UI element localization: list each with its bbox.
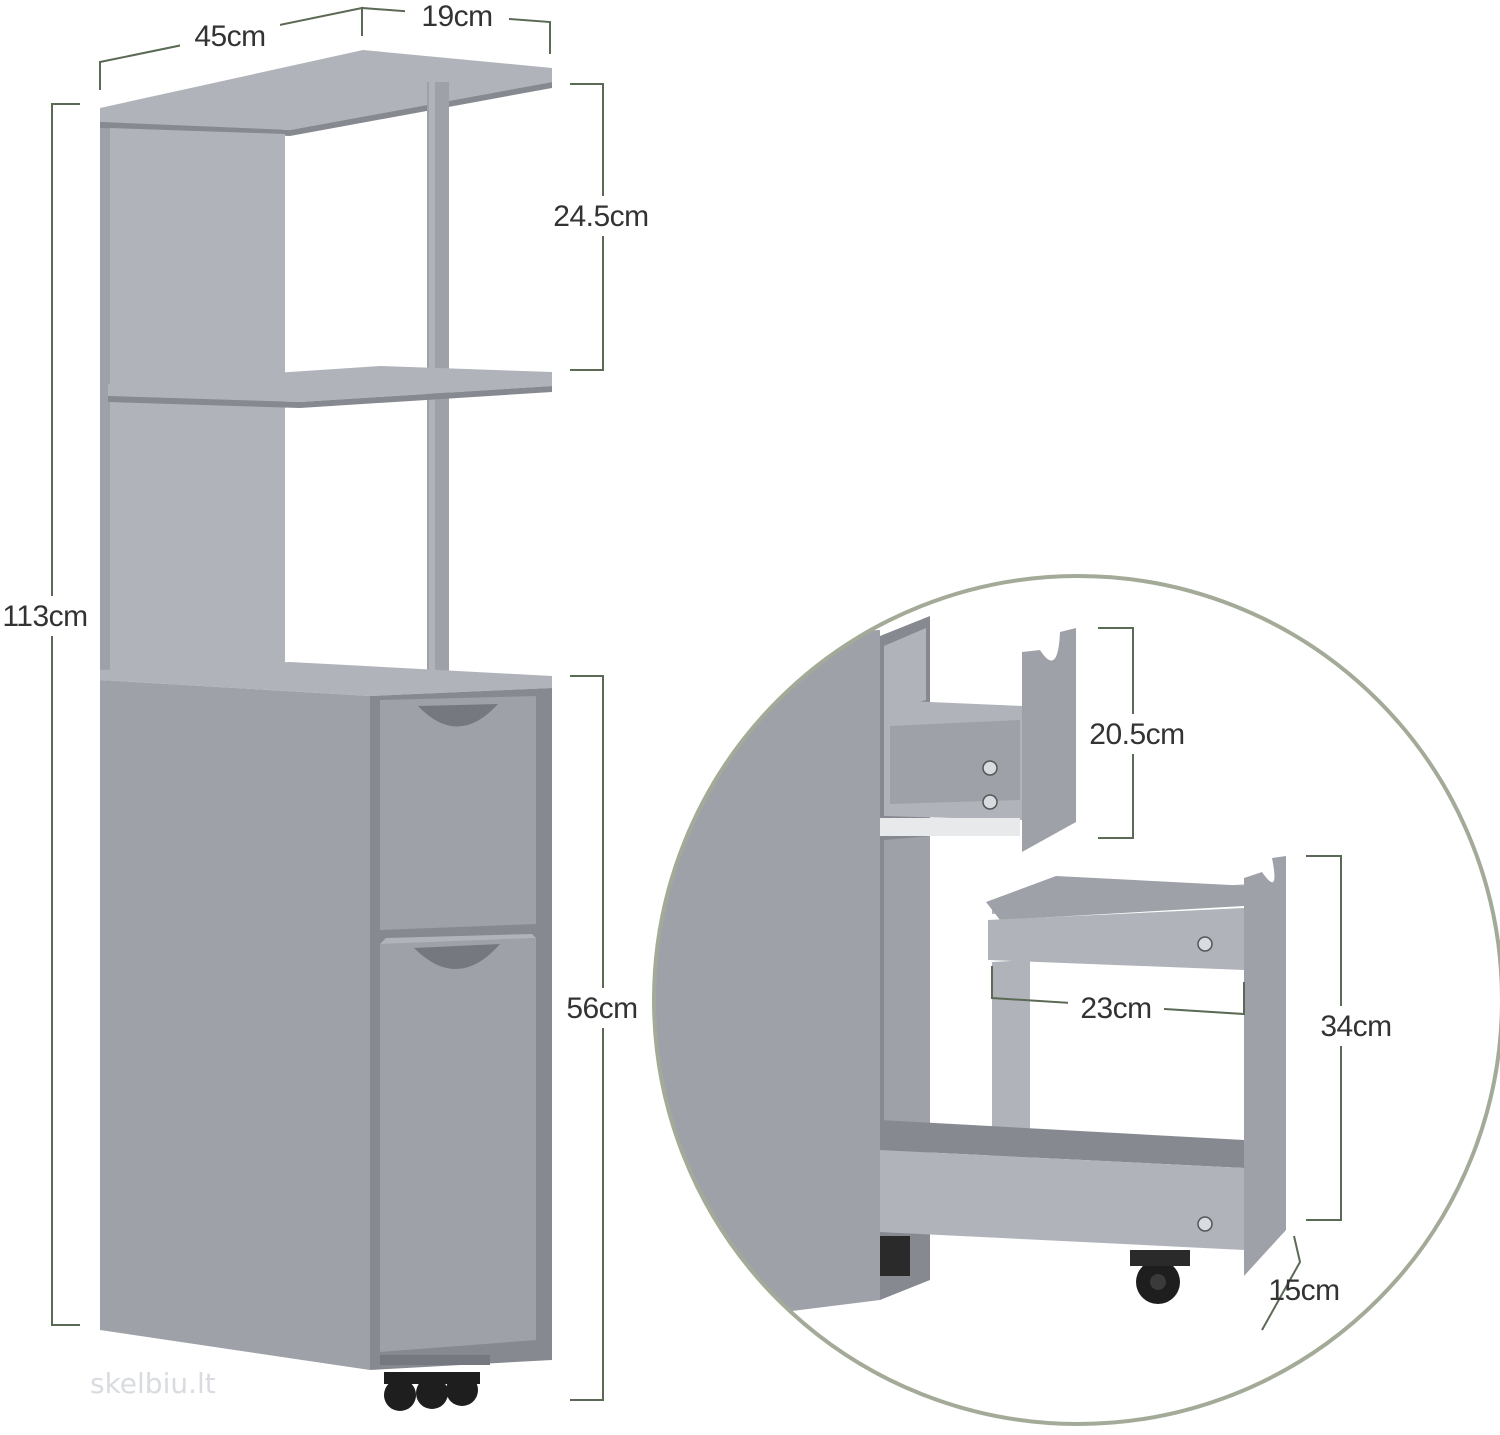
wheel (416, 1377, 448, 1409)
upper-drawer-height-label: 20.5cm (1089, 718, 1184, 751)
cabinet-top (100, 662, 552, 696)
upper-back-inner (110, 128, 285, 390)
lower-drawer-side (988, 908, 1244, 970)
watermark-text: skelbiu.lt (90, 1367, 216, 1400)
lower-drawer-height-label: 34cm (1320, 1010, 1391, 1043)
drawer-depth-label: 15cm (1268, 1274, 1339, 1307)
screw-icon (1197, 936, 1213, 952)
zoom-circle-outline (652, 574, 1500, 1426)
label-backdrop (553, 988, 651, 1028)
lower-drawer-top-edge (380, 934, 536, 944)
zoom-cabinet-foot (880, 1236, 910, 1276)
wheel-housing (380, 1355, 490, 1365)
label-backdrop (1307, 1006, 1405, 1046)
main-dimension-lines (51, 6, 604, 1401)
top-shelf-board (100, 50, 552, 130)
bathroom-cabinet-illustration (100, 50, 552, 1411)
top-shelf-edge (100, 82, 552, 136)
cabinet-height-label: 56cm (566, 992, 637, 1025)
zoom-cabinet-front-inner (884, 628, 926, 712)
drawer-width-label: 23cm (1080, 992, 1151, 1025)
drawer-wheel-mount (1130, 1250, 1190, 1266)
wheel (384, 1379, 416, 1411)
lower-drawer-bottom-inner (880, 1120, 1244, 1168)
label-backdrop (405, 0, 509, 30)
lower-drawer-handle-cutout (414, 944, 500, 970)
middle-shelf-edge (108, 386, 552, 408)
depth-label: 45cm (194, 20, 265, 53)
cabinet-side (100, 680, 370, 1370)
wheel-gap (384, 1372, 480, 1384)
upper-drawer-front-panel (1022, 628, 1076, 852)
label-backdrop (1078, 714, 1196, 754)
shelf-spacing-label: 24.5cm (553, 200, 648, 233)
label-backdrop (180, 18, 280, 54)
screw-icon (982, 794, 998, 810)
lower-drawer-front (380, 938, 536, 1352)
zoom-cabinet-side (654, 630, 880, 1330)
screw-icon (1197, 1216, 1213, 1232)
lower-drawer-top-rim (986, 876, 1250, 920)
total-height-dimension-line (51, 103, 80, 1326)
drawer-wheel-hub (1150, 1274, 1166, 1290)
label-backdrop (0, 596, 96, 636)
top-width-label: 19cm (421, 0, 492, 33)
zoom-cabinet-interior (884, 836, 930, 1140)
label-backdrop (1068, 988, 1164, 1026)
screw-icon (982, 760, 998, 776)
upper-drawer-rail (880, 818, 1020, 836)
lower-drawer-base (880, 1150, 1244, 1250)
upper-drawer-inner (890, 720, 1020, 804)
lower-back-inner (110, 400, 285, 672)
lower-drawer-left-post (992, 960, 1030, 1180)
upper-drawer-front (380, 696, 536, 930)
upper-drawer-handle-cutout (418, 704, 498, 727)
middle-shelf (108, 366, 552, 402)
label-backdrop (540, 196, 662, 236)
total-height-label: 113cm (2, 600, 87, 633)
drawer-depth-dimension-line (1261, 1235, 1302, 1331)
cabinet-height-dimension-line (570, 675, 604, 1401)
cabinet-wheels (380, 1355, 490, 1411)
lower-drawer-front-panel (1244, 856, 1286, 1276)
